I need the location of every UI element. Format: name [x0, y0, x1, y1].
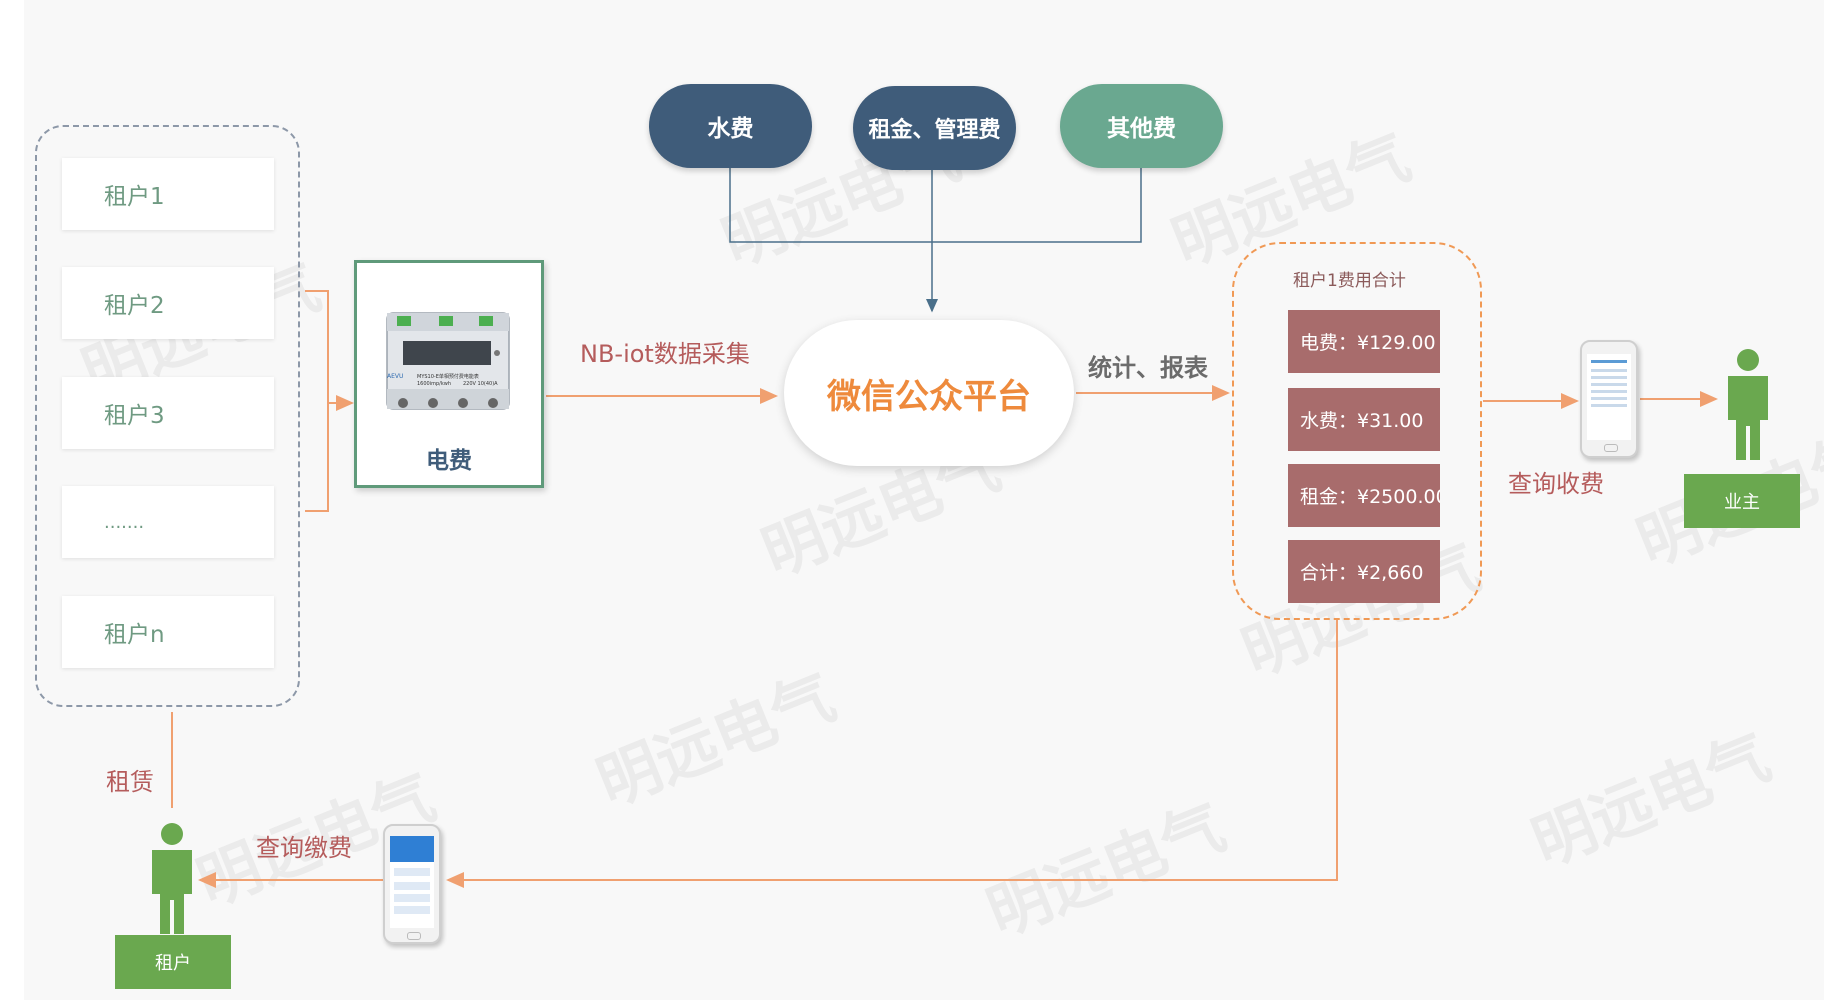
query-pay-label: 查询缴费: [256, 834, 352, 862]
meter-caption: 电费: [426, 448, 472, 474]
fee-electricity: 电费：¥129.00: [1288, 310, 1440, 373]
fee-total: 合计：¥2,660: [1288, 540, 1440, 603]
owner-tag: 业主: [1684, 474, 1800, 528]
left-margin-strip: [0, 0, 24, 1000]
electric-meter-icon: [386, 312, 510, 410]
meter-box: AEVU MYS10-E单相预付费电能表 1600imp/kwh 220V 10…: [354, 260, 544, 488]
summary-return-line: [446, 620, 1338, 888]
meter-spec-left: 1600imp/kwh: [417, 381, 451, 387]
phone-home-button: [407, 932, 421, 940]
rent-label: 租赁: [106, 768, 154, 796]
phone-screen: [1587, 354, 1631, 440]
bill-label: 租金、管理费: [868, 118, 1001, 143]
tenant-card-3: 租户3: [62, 377, 274, 449]
tenant-person-icon: [152, 823, 192, 934]
bill-label: 其他费: [1107, 116, 1176, 142]
bill-water: 水费: [649, 84, 812, 168]
tenant-label: 租户3: [104, 403, 165, 429]
tenant-label: .......: [104, 511, 145, 533]
tenant-card-ellipsis: .......: [62, 486, 274, 558]
tenant-label: 租户2: [104, 293, 165, 319]
phone-screen: [390, 836, 434, 928]
meter-brand: AEVU: [387, 373, 404, 380]
tenant-tag: 租户: [115, 935, 231, 989]
owner-phone: [1580, 340, 1638, 458]
nb-iot-collect-label: NB-iot数据采集: [580, 340, 750, 368]
fee-rent: 租金：¥2500.00: [1288, 464, 1440, 527]
bill-rent-management: 租金、管理费: [853, 86, 1016, 170]
bill-other: 其他费: [1060, 84, 1223, 168]
tenant-card-n: 租户n: [62, 596, 274, 668]
fee-water: 水费：¥31.00: [1288, 388, 1440, 451]
summary-title: 租户1费用合计: [1293, 271, 1406, 291]
owner-person-icon: [1728, 349, 1768, 460]
tenant-bracket: [305, 290, 329, 512]
bill-label: 水费: [707, 116, 754, 142]
wechat-platform: 微信公众平台: [784, 320, 1074, 466]
tenant-group: [35, 125, 300, 707]
tenant-card-2: 租户2: [62, 267, 274, 339]
tenant1-fee-summary: [1232, 242, 1482, 620]
stats-report-label: 统计、报表: [1088, 354, 1208, 382]
tenant-card-1: 租户1: [62, 158, 274, 230]
tenant-label: 租户1: [104, 184, 165, 210]
query-fee-label: 查询收费: [1508, 470, 1604, 498]
bills-merge-line: [729, 168, 1142, 243]
tenant-label: 租户n: [104, 622, 165, 648]
meter-spec-right: 220V 10(40)A: [463, 381, 498, 387]
phone-home-button: [1604, 444, 1618, 452]
meter-model-text: MYS10-E单相预付费电能表: [417, 374, 479, 380]
platform-label: 微信公众平台: [827, 376, 1031, 417]
tenant-phone: [383, 824, 441, 944]
